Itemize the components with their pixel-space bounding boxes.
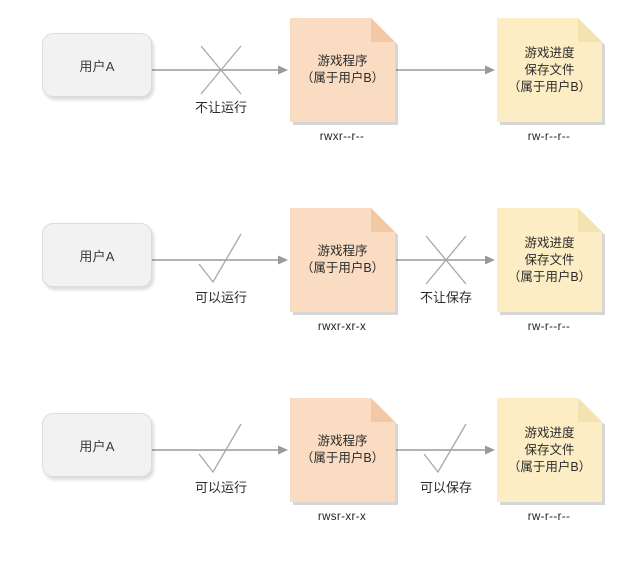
cross-icon: [200, 45, 242, 95]
connector-layer: [152, 423, 495, 474]
save-file-node: 游戏进度保存文件 （属于用户B）: [497, 208, 605, 315]
label-line: 保存文件: [524, 252, 575, 267]
user-node: 用户A: [42, 223, 152, 287]
save-file-permission-label: rw-r--r--: [527, 511, 571, 523]
label-line: （属于用户B）: [300, 261, 385, 275]
check-icon: [198, 233, 242, 284]
program-permission-label: rwxr-xr-x: [317, 321, 367, 333]
execute-permission-label: 不让运行: [194, 100, 247, 115]
program-file-label: 游戏程序 （属于用户B）: [290, 18, 395, 122]
label-line: 保存文件: [524, 442, 575, 457]
check-icon: [198, 423, 242, 474]
connector-layer: [152, 233, 495, 285]
save-file-permission-label: rw-r--r--: [527, 131, 571, 143]
program-file-node: 游戏程序 （属于用户B）: [290, 398, 398, 505]
save-permission-label: 不让保存: [419, 290, 472, 305]
user-node-label: 用户A: [79, 58, 115, 74]
execute-permission-label: 可以运行: [194, 480, 247, 495]
label-line: （属于用户B）: [507, 269, 592, 284]
user-node-label: 用户A: [79, 248, 115, 264]
save-permission-label: 可以保存: [419, 480, 472, 495]
diagram-row: 用户A 游戏程序 （属于用户B） 游戏进度保存文件 （属于用户B） rwxr-xr-x rw…: [0, 190, 641, 380]
save-file-label: 游戏进度保存文件 （属于用户B）: [497, 18, 602, 122]
program-file-label: 游戏程序 （属于用户B）: [290, 208, 395, 312]
label-line: （属于用户B）: [300, 451, 385, 465]
user-node-label: 用户A: [79, 438, 115, 454]
program-file-label: 游戏程序 （属于用户B）: [290, 398, 395, 502]
label-line: （属于用户B）: [300, 71, 385, 85]
program-file-node: 游戏程序 （属于用户B）: [290, 18, 398, 125]
diagram-row: 用户A 游戏程序 （属于用户B） 游戏进度保存文件 （属于用户B） rwxr--r-- rw…: [0, 0, 641, 190]
save-file-label: 游戏进度保存文件 （属于用户B）: [497, 208, 602, 312]
save-file-label: 游戏进度保存文件 （属于用户B）: [497, 398, 602, 502]
label-line: 游戏程序: [317, 434, 368, 448]
label-line: 保存文件: [524, 62, 575, 77]
cross-icon: [425, 235, 467, 285]
save-file-node: 游戏进度保存文件 （属于用户B）: [497, 398, 605, 505]
save-file-permission-label: rw-r--r--: [527, 321, 571, 333]
label-line: 游戏进度: [524, 235, 575, 250]
label-line: （属于用户B）: [507, 79, 592, 94]
label-line: 游戏程序: [317, 244, 368, 258]
program-permission-label: rwxr--r--: [319, 131, 365, 143]
check-icon: [423, 423, 467, 474]
program-file-node: 游戏程序 （属于用户B）: [290, 208, 398, 315]
label-line: 游戏进度: [524, 425, 575, 440]
save-file-node: 游戏进度保存文件 （属于用户B）: [497, 18, 605, 125]
program-permission-label: rwsr-xr-x: [317, 511, 367, 523]
execute-permission-label: 可以运行: [194, 290, 247, 305]
user-node: 用户A: [42, 33, 152, 97]
label-line: （属于用户B）: [507, 459, 592, 474]
user-node: 用户A: [42, 413, 152, 477]
connector-layer: [152, 45, 495, 95]
diagram-row: 用户A 游戏程序 （属于用户B） 游戏进度保存文件 （属于用户B） rwsr-xr-x rw…: [0, 380, 641, 570]
label-line: 游戏程序: [317, 54, 368, 68]
label-line: 游戏进度: [524, 45, 575, 60]
